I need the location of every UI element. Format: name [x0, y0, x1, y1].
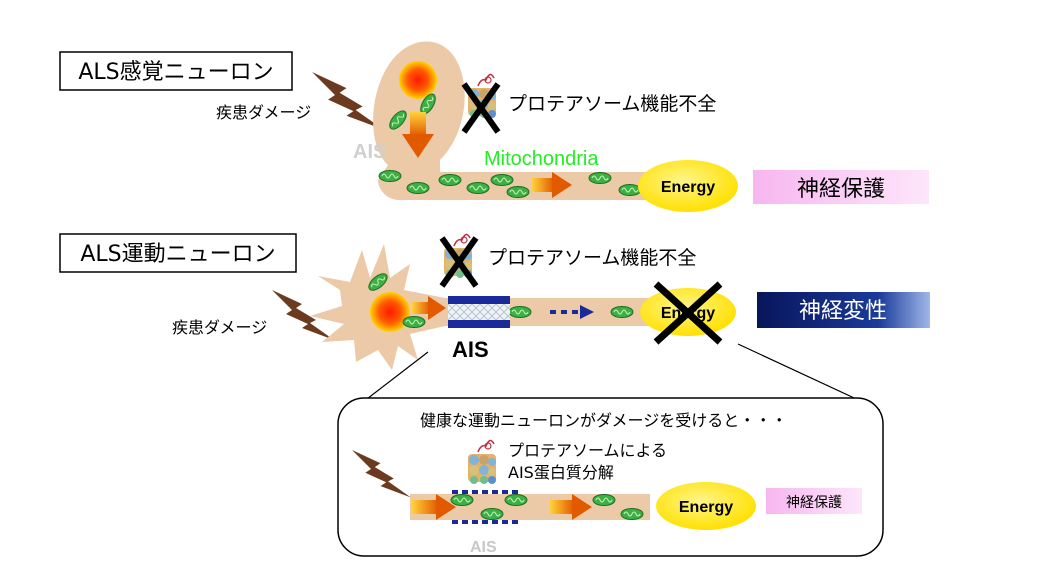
healthy-mito-4	[592, 494, 616, 506]
motor-ais-block	[448, 296, 510, 328]
healthy-outcome-label: 神経保護	[786, 495, 842, 511]
motor-mito-2	[402, 316, 426, 328]
healthy-arrow-2-icon	[550, 494, 592, 520]
sensory-title: ALS感覚ニューロン	[78, 60, 273, 85]
sensory-mito-10	[618, 184, 642, 196]
healthy-caption: 健康な運動ニューロンがダメージを受けると・・・	[420, 411, 787, 430]
sensory-energy-label: Energy	[661, 179, 715, 196]
sensory-damage-bolt-icon	[312, 72, 384, 130]
motor-dotted-arrow-icon	[550, 305, 594, 319]
sensory-mito-5	[438, 174, 462, 186]
healthy-ais-label: AIS	[470, 539, 497, 556]
motor-damage-label: 疾患ダメージ	[172, 318, 267, 337]
sensory-outcome-label: 神経保護	[797, 177, 885, 202]
sensory-mito-3	[378, 170, 402, 182]
healthy-mito-5	[620, 508, 644, 520]
sensory-energy-ellipse	[638, 160, 738, 212]
motor-outcome-label: 神経変性	[799, 299, 887, 324]
sensory-proteasome-x-icon	[461, 82, 501, 134]
motor-mito-3	[508, 306, 532, 318]
sensory-outcome-box	[753, 170, 929, 204]
healthy-energy-label: Energy	[679, 499, 733, 516]
healthy-proteasome-line2: AIS蛋白質分解	[508, 463, 614, 482]
sensory-ais-label: AIS	[353, 141, 386, 163]
sensory-mito-4	[406, 182, 430, 194]
motor-title-box	[59, 233, 297, 273]
sensory-mito-8	[506, 186, 530, 198]
motor-energy-x-icon	[653, 281, 723, 345]
healthy-mito-2	[480, 508, 504, 520]
motor-outcome-box	[757, 292, 930, 328]
sensory-mito-7	[490, 174, 514, 186]
healthy-mito-3	[504, 494, 528, 506]
healthy-proteasome-line1: プロテアソームによる	[508, 441, 667, 460]
healthy-energy-ellipse	[656, 482, 756, 530]
sensory-neuron-body	[373, 41, 650, 200]
motor-proteasome-label: プロテアソーム機能不全	[488, 247, 696, 269]
motor-forward-arrow-icon	[412, 296, 446, 320]
sensory-proteasome-label: プロテアソーム機能不全	[508, 93, 716, 115]
sensory-mito-6	[466, 182, 490, 194]
motor-proteasome-x-icon	[439, 236, 479, 288]
sensory-mito-9	[588, 172, 612, 184]
healthy-inset-panel: 健康な運動ニューロンがダメージを受けると・・・ プロテアソームによる AIS蛋白…	[337, 397, 884, 557]
sensory-down-arrow-icon	[402, 112, 434, 158]
motor-ais-label: AIS	[452, 337, 489, 362]
healthy-mito-1	[450, 494, 474, 506]
sensory-neuron-panel: ALS感覚ニューロン 疾患ダメージ AIS Mitochondria	[59, 41, 929, 212]
healthy-arrow-1-icon	[412, 494, 456, 520]
motor-mito-4	[610, 306, 634, 318]
sensory-title-box	[59, 51, 293, 91]
motor-title: ALS運動ニューロン	[80, 242, 275, 267]
motor-nucleus	[370, 292, 410, 332]
motor-neuron-panel: ALS運動ニューロン 疾患ダメージ AIS	[59, 233, 930, 413]
sensory-forward-arrow-icon	[532, 172, 572, 198]
healthy-outcome-box	[766, 488, 862, 514]
sensory-damage-label: 疾患ダメージ	[216, 103, 311, 122]
sensory-nucleus	[399, 61, 437, 99]
sensory-mito-label: Mitochondria	[484, 148, 599, 170]
